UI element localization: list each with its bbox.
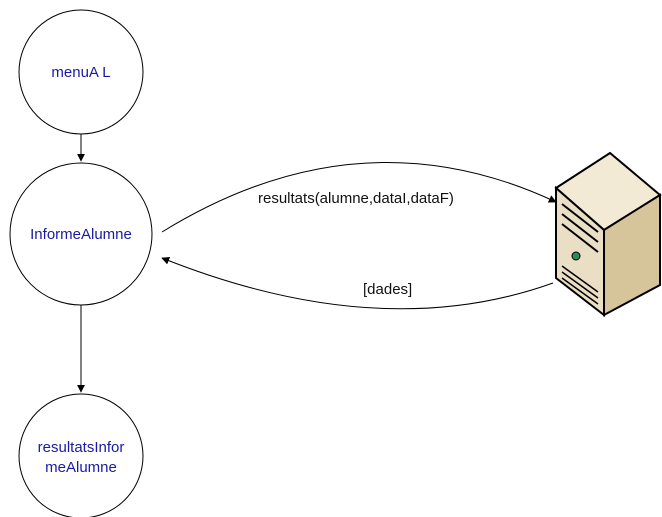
response-label: [dades] [363, 281, 412, 298]
server-icon [554, 151, 662, 318]
node-informe-alumne: InformeAlumne [9, 162, 153, 306]
node-resultats-label-line1: resultatsInfor [38, 439, 125, 456]
edge-response-from-server [161, 256, 554, 310]
node-resultats-informe-alumne: resultatsInfor meAlumne [18, 393, 144, 517]
edge-request-to-server [161, 161, 557, 233]
node-resultats-label-line2: meAlumne [45, 459, 117, 476]
node-informe-alumne-label: InformeAlumne [30, 226, 132, 243]
request-label: resultats(alumne,dataI,dataF) [258, 190, 454, 207]
node-menu: menuA L [18, 9, 144, 135]
node-menu-label: menuA L [51, 64, 110, 81]
